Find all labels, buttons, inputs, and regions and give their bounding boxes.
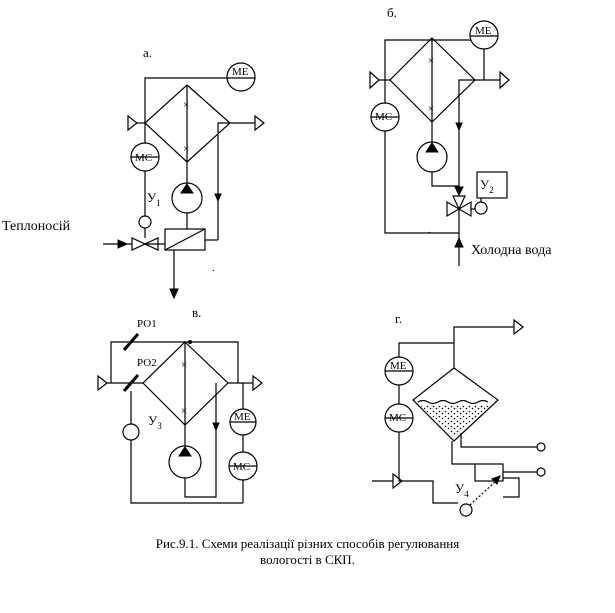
- scheme-g-air-outlet-icon: [513, 318, 524, 336]
- scheme-a-controller-label: У1: [147, 190, 161, 208]
- scheme-b-air-inlet-icon: [369, 70, 380, 90]
- scheme-a-humidity-sensor-me: [226, 62, 256, 92]
- scheme-g-terminal-2: [536, 467, 546, 477]
- scheme-v-label: в.: [192, 305, 201, 320]
- scheme-a-inlet-label: Теплоносій: [2, 219, 71, 234]
- scheme-a-label: а.: [143, 45, 152, 60]
- scheme-v-damper1-icon: [122, 333, 140, 351]
- scheme-b-me-label: МЕ: [475, 25, 492, 37]
- scheme-g-me-label: МЕ: [390, 360, 407, 372]
- scheme-b-controller-actuator: [474, 201, 488, 215]
- scheme-b-mixing-valve-icon: [446, 200, 461, 218]
- scheme-g-controller-label: У4: [455, 481, 469, 499]
- scheme-v: в. РО1 РО2 × × У3 МЕ М: [97, 305, 263, 504]
- scheme-b-air-outlet-icon: [499, 70, 510, 90]
- scheme-g-label: г.: [395, 311, 402, 326]
- svg-text:×: ×: [181, 405, 187, 417]
- scheme-v-controller: [122, 423, 140, 441]
- scheme-g-terminal-1: [536, 442, 546, 452]
- caption-line-1: Рис.9.1. Схеми реалізації різних способі…: [155, 536, 460, 551]
- scheme-g: г. МЕ МС У4: [372, 311, 546, 517]
- scheme-g-controller: [459, 503, 473, 517]
- scheme-v-air-outlet-icon: [252, 374, 263, 392]
- scheme-b-inlet-label: Холодна вода: [471, 243, 552, 258]
- scheme-a: а. × × МЕ МС У1: [2, 45, 265, 300]
- figure-caption: Рис.9.1. Схеми реалізації різних способі…: [0, 536, 615, 568]
- svg-text:×: ×: [183, 99, 189, 111]
- svg-text:×: ×: [181, 359, 187, 371]
- scheme-v-air-inlet-icon: [97, 374, 108, 392]
- scheme-a-controller: [138, 215, 152, 229]
- scheme-g-humidifier-chamber: [412, 367, 499, 442]
- scheme-a-me-label: МЕ: [232, 66, 249, 78]
- scheme-a-valve-icon: [131, 237, 147, 251]
- scheme-v-damper1-label: РО1: [137, 318, 157, 330]
- scheme-b: б. × × МЕ МС .: [369, 5, 552, 266]
- scheme-g-spray-zone: [420, 405, 490, 438]
- svg-text:×: ×: [428, 55, 434, 67]
- scheme-a-mc-label: МС: [135, 152, 152, 164]
- scheme-v-mc-label: МС: [233, 461, 250, 473]
- scheme-v-damper2-label: РО2: [137, 357, 157, 369]
- scheme-g-air-inlet-icon: [392, 472, 403, 490]
- scheme-v-controller-label: У3: [148, 413, 162, 431]
- scheme-a-air-inlet-icon: [127, 114, 138, 132]
- scheme-b-label: б.: [387, 5, 397, 20]
- caption-line-2: вологості в СКП.: [260, 552, 355, 567]
- scheme-b-controller-label: У2: [480, 177, 494, 195]
- scheme-a-air-outlet-icon: [254, 114, 265, 132]
- svg-text:×: ×: [183, 143, 189, 155]
- scheme-b-controller: [476, 171, 508, 199]
- svg-text:.: .: [428, 224, 431, 236]
- scheme-v-me-label: МЕ: [234, 411, 251, 423]
- svg-text:×: ×: [428, 103, 434, 115]
- svg-text:.: .: [212, 262, 215, 274]
